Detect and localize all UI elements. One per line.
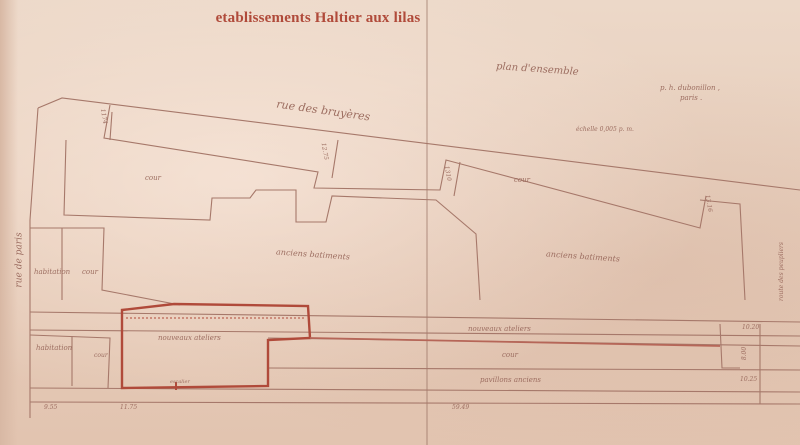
cour-center-label: cour [502, 351, 518, 359]
inner-yard-outline [63, 139, 481, 301]
dimension-5: 8.00 [741, 346, 749, 361]
dimension-2: 11.75 [120, 404, 138, 411]
dimension-3: 59.49 [452, 404, 470, 411]
plan-title: etablissements Haltier aux lilas [215, 10, 421, 26]
new-workshops-extension-line [309, 337, 721, 347]
strip-line-4 [267, 367, 800, 371]
strip-line-1 [29, 311, 800, 323]
new-workshops-red-outline [120, 302, 312, 390]
nouveaux-ateliers-red-label: nouveaux ateliers [158, 334, 221, 342]
bay-2 [331, 139, 339, 179]
cour-left-top-label: cour [82, 268, 98, 276]
street-right-label: route des peupliers [778, 241, 786, 302]
pavillons-anciens-label: pavillons anciens [480, 376, 541, 384]
habitation-bottom-label: habitation [36, 344, 73, 352]
building-strip-top [103, 104, 707, 229]
right-yard-outline [699, 199, 746, 301]
cour-left-bottom-label: cour [94, 352, 108, 359]
architect-city: paris . [680, 94, 703, 102]
street-line-top [37, 97, 800, 191]
scale-note: échelle 0,005 p. m. [576, 126, 634, 133]
architect-name: p. h. dubonillon , [660, 84, 720, 92]
habitation-bottom-block [29, 334, 111, 389]
bay-1 [109, 111, 113, 141]
bay-3 [453, 161, 461, 197]
dimension-1: 9.55 [44, 404, 58, 411]
dimension-line [29, 401, 800, 405]
outline-linework [29, 97, 800, 418]
nouveaux-ateliers-label: nouveaux ateliers [468, 325, 531, 333]
habitation-top-block [30, 227, 181, 306]
paper-edge [0, 0, 18, 445]
dimension-4: 10.20 [742, 324, 760, 331]
street-left-label: rue de paris [14, 232, 25, 288]
stair-label: escalier [170, 379, 190, 385]
cour-top-right-label: cour [514, 176, 530, 184]
habitation-top-label: habitation [34, 268, 71, 276]
cour-top-left-label: cour [145, 174, 161, 182]
dimension-6: 10.25 [740, 376, 758, 383]
street-line-left [29, 107, 39, 418]
center-fold [426, 0, 428, 445]
strip-line-2 [29, 329, 800, 337]
right-end-detail [719, 323, 740, 369]
